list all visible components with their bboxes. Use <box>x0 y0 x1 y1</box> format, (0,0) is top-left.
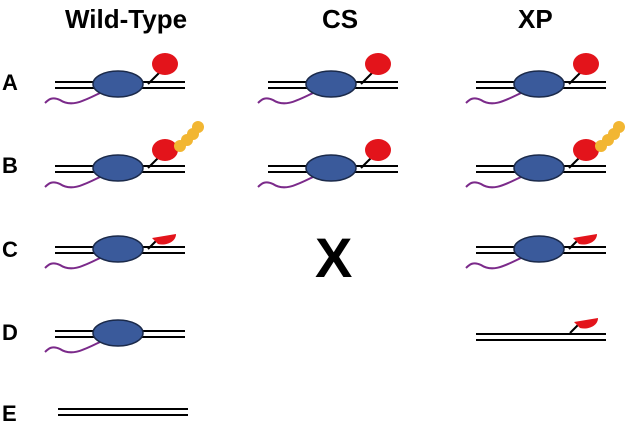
row-label-c: C <box>2 237 18 262</box>
xp-row-c-complex <box>465 234 606 270</box>
cs-row-c-x-mark: X <box>315 226 353 289</box>
row-label-e: E <box>2 401 17 426</box>
xp-c-lesion-fragment <box>573 234 597 245</box>
wt-b-lesion <box>152 139 178 161</box>
cs-a-lesion <box>365 53 391 75</box>
xp-b-lesion <box>573 139 599 161</box>
row-label-b: B <box>2 153 18 178</box>
row-label-d: D <box>2 320 18 345</box>
wt-row-a-complex <box>44 53 185 105</box>
cs-b-lesion <box>365 139 391 161</box>
wt-row-b-complex <box>44 121 204 189</box>
cs-row-b-complex <box>257 139 398 189</box>
xp-row-d-dna <box>476 318 606 341</box>
xp-b-polymerase <box>513 154 565 182</box>
cs-row-a-complex <box>257 53 398 105</box>
column-header-wild-type: Wild-Type <box>65 4 188 34</box>
wt-c-polymerase <box>92 235 144 263</box>
xp-b-ubiquitin-chain <box>595 121 625 152</box>
wt-a-rna <box>44 92 101 105</box>
xp-row-b-complex <box>465 121 625 189</box>
wt-c-lesion-fragment <box>152 234 176 245</box>
column-header-cs: CS <box>322 4 359 34</box>
wt-row-d-complex <box>44 319 185 354</box>
wt-a-polymerase <box>92 70 144 98</box>
cs-a-polymerase <box>305 70 357 98</box>
xp-d-lesion-fragment <box>574 318 598 329</box>
wt-b-ubiquitin-chain <box>174 121 204 152</box>
xp-c-polymerase <box>513 235 565 263</box>
wt-d-polymerase <box>92 319 144 347</box>
xp-a-lesion <box>573 53 599 75</box>
xp-a-polymerase <box>513 70 565 98</box>
cs-b-polymerase <box>305 154 357 182</box>
column-header-xp: XP <box>518 4 553 34</box>
wt-row-e-dna <box>58 408 188 416</box>
wt-row-c-complex <box>44 234 185 270</box>
wt-a-lesion <box>152 53 178 75</box>
row-label-a: A <box>2 70 18 95</box>
xp-row-a-complex <box>465 53 606 105</box>
wt-b-polymerase <box>92 154 144 182</box>
